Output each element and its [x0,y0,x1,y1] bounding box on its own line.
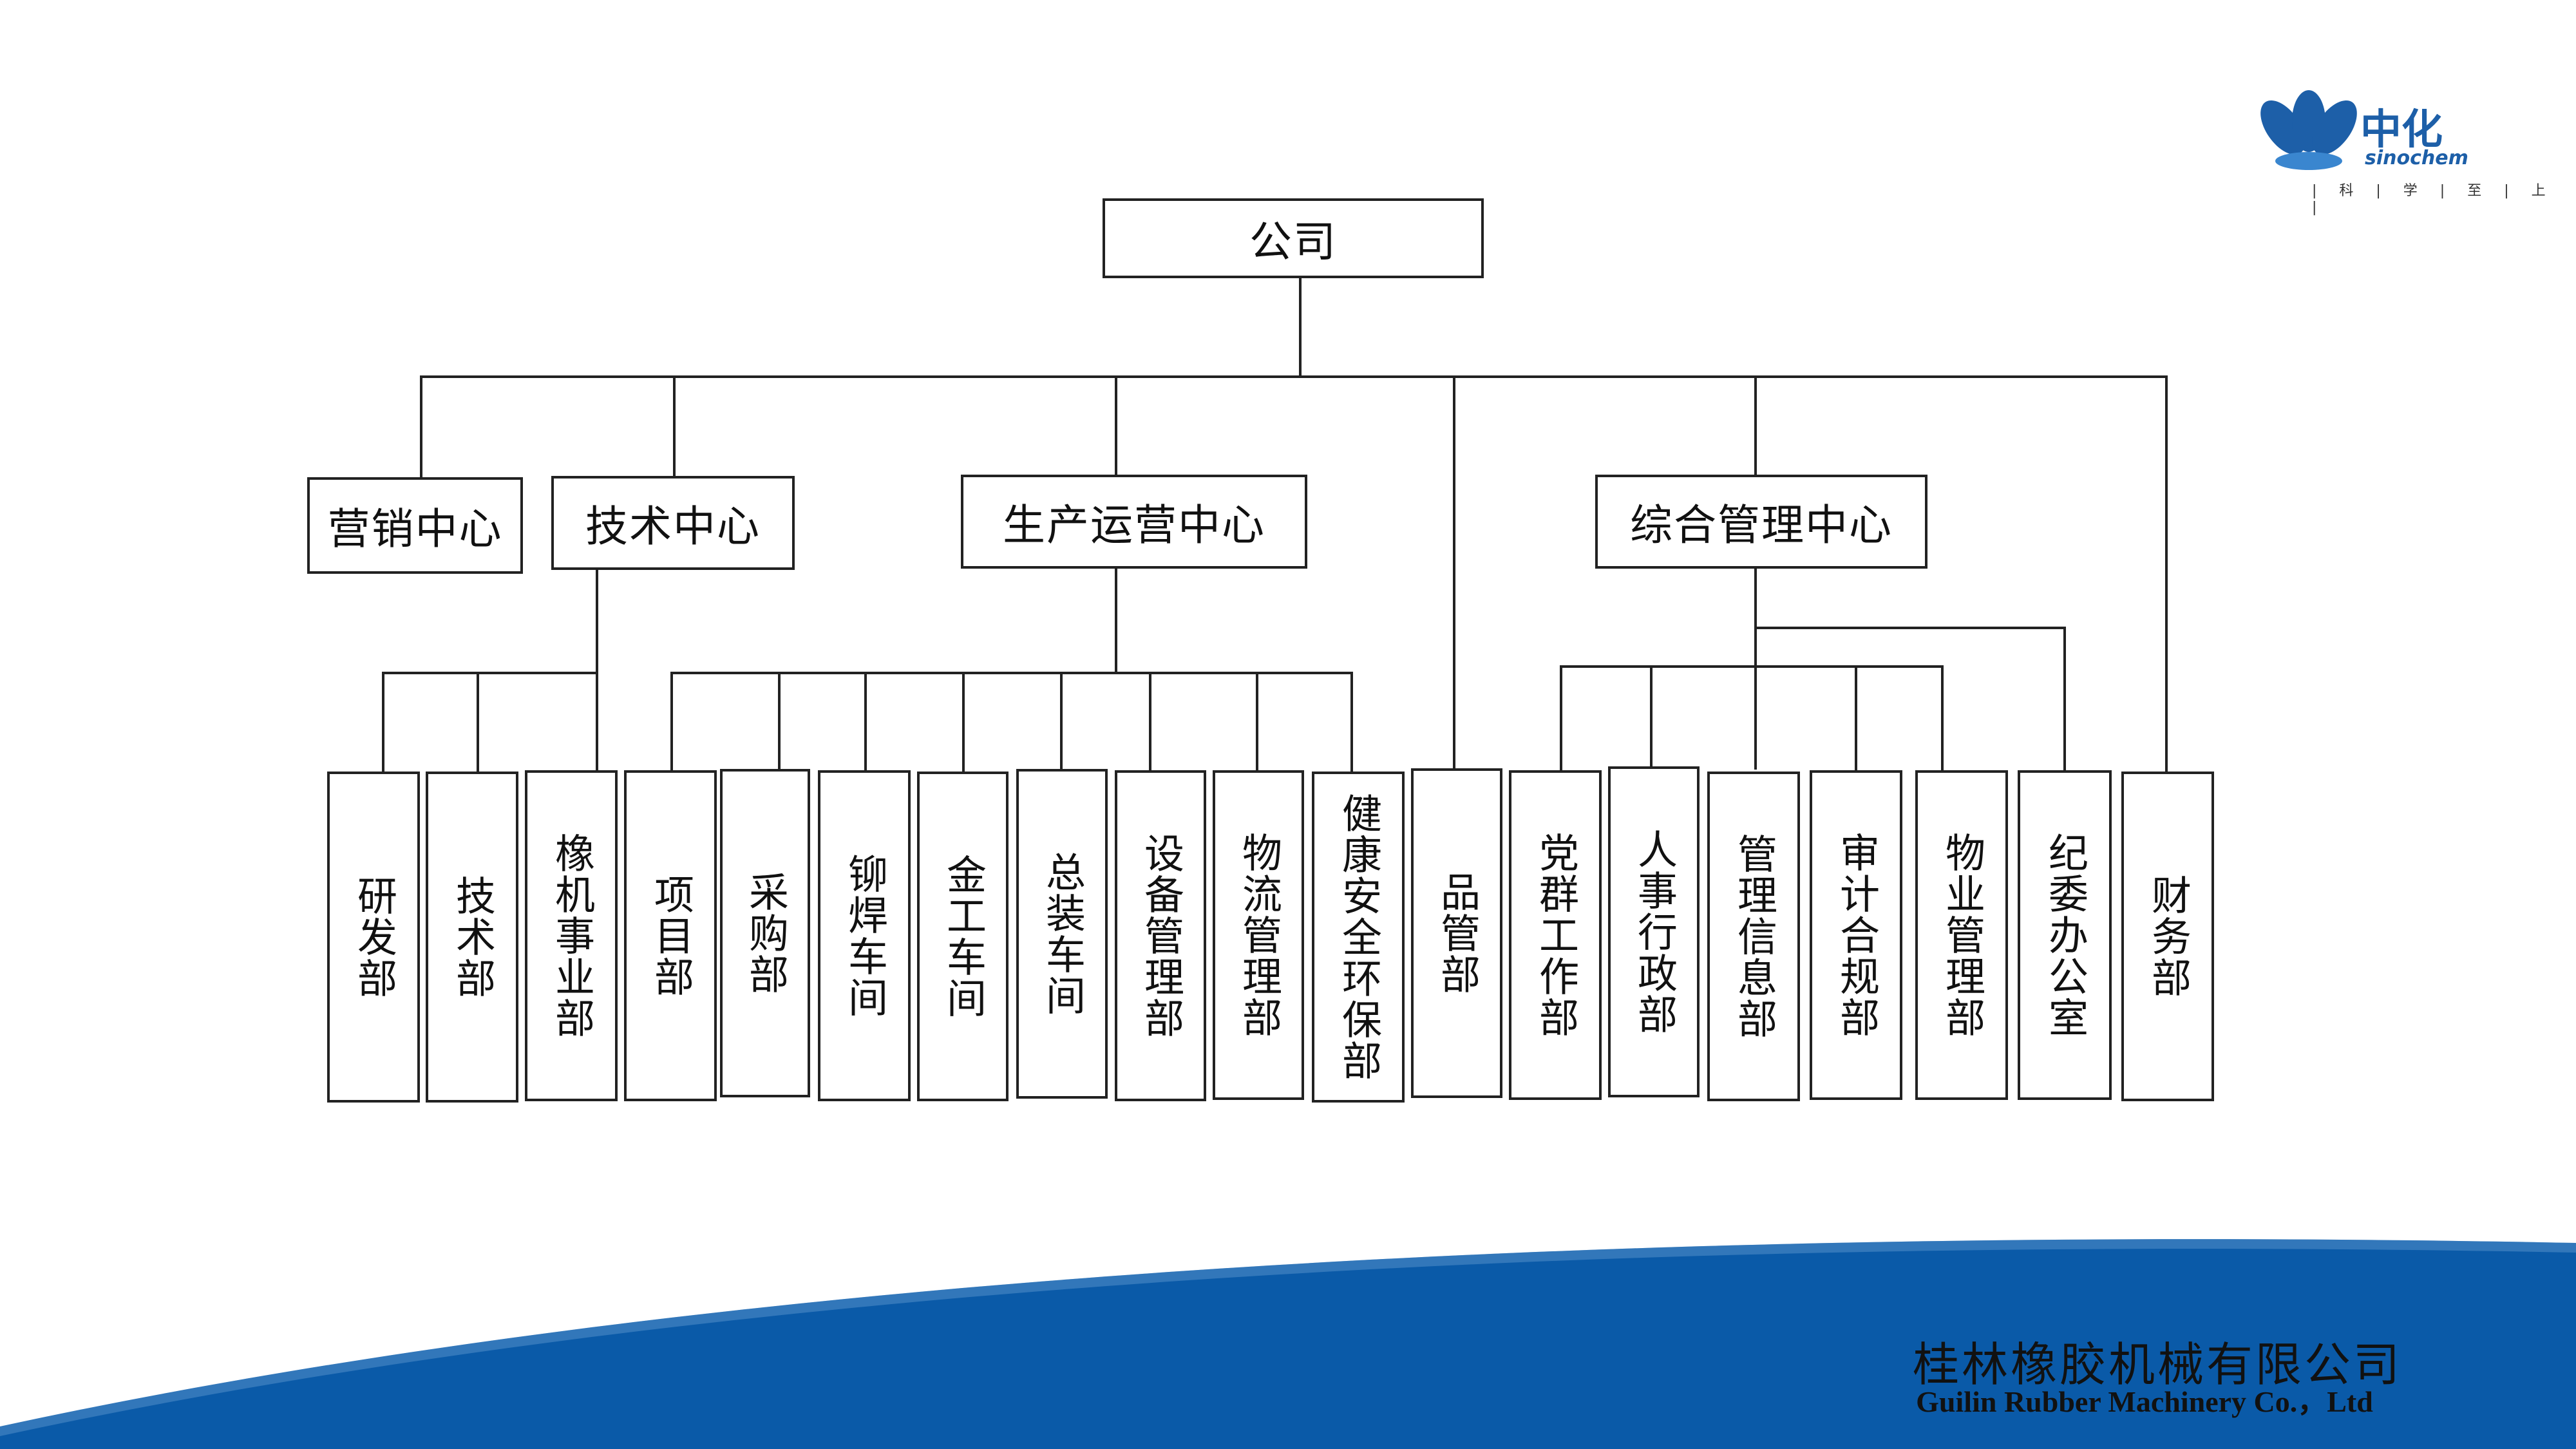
connector [477,672,479,773]
node-equipment-dept: 设备管理部 [1115,770,1206,1101]
connector [1560,665,1562,772]
node-party-dept: 党群工作部 [1509,770,1602,1100]
connector [673,375,676,478]
connector [1149,672,1151,773]
connector [1350,672,1353,773]
connector [596,569,598,773]
connector [1754,627,2066,629]
node-hse-dept: 健康安全环保部 [1312,772,1405,1103]
logo-brand-cn: 中化 [2360,106,2443,154]
connector [778,672,781,772]
connector [1453,375,1455,770]
connector [2165,375,2168,773]
connector [1754,569,1757,770]
connector [1115,569,1117,672]
node-project-dept: 项目部 [624,770,717,1101]
connector [1560,665,1944,668]
connector [1941,665,1944,772]
node-logistics-dept: 物流管理部 [1213,770,1304,1100]
node-marketing-center: 营销中心 [307,477,523,574]
node-metal-workshop: 金工车间 [917,772,1009,1101]
node-general-center: 综合管理中心 [1595,475,1927,569]
node-tech-dept: 技术部 [426,772,518,1103]
connector [1299,277,1302,377]
connector [1060,672,1063,772]
node-rivet-workshop: 铆焊车间 [818,770,911,1101]
node-audit-dept: 审计合规部 [1810,770,1902,1100]
connector [1754,375,1757,477]
connector [1855,665,1857,772]
footer-company-name-cn: 桂林橡胶机械有限公司 [1912,1338,2402,1392]
node-rubber-dept: 橡机事业部 [525,770,618,1101]
connector [420,375,422,478]
connector [1256,672,1258,772]
node-company: 公司 [1103,198,1484,278]
connector [382,672,384,773]
node-rd-dept: 研发部 [327,772,420,1103]
connector [962,672,965,773]
node-hr-dept: 人事行政部 [1608,766,1700,1097]
node-property-dept: 物业管理部 [1915,770,2008,1100]
connector [1650,665,1653,768]
node-info-dept: 管理信息部 [1707,772,1800,1101]
sinochem-logo-icon [2260,90,2357,170]
connector [670,672,1353,674]
connector [2063,627,2066,772]
connector [670,672,673,773]
node-quality-dept: 品管部 [1411,768,1502,1098]
node-tech-center: 技术中心 [551,476,795,570]
node-production-center: 生产运营中心 [961,475,1307,569]
connector [420,375,2166,378]
connector [382,672,598,674]
node-finance-dept: 财务部 [2121,772,2214,1101]
node-discipline-office: 纪委办公室 [2018,770,2112,1100]
node-purchase-dept: 采购部 [720,769,810,1097]
footer-company-name-en: Guilin Rubber Machinery Co.，Ltd [1916,1385,2373,1418]
logo-brand-en: sinochem [2365,147,2468,169]
logo-tagline: | 科 | 学 | 至 | 上 | [2312,183,2555,216]
node-assembly-workshop: 总装车间 [1016,769,1108,1099]
connector [864,672,867,772]
connector [1115,375,1117,477]
